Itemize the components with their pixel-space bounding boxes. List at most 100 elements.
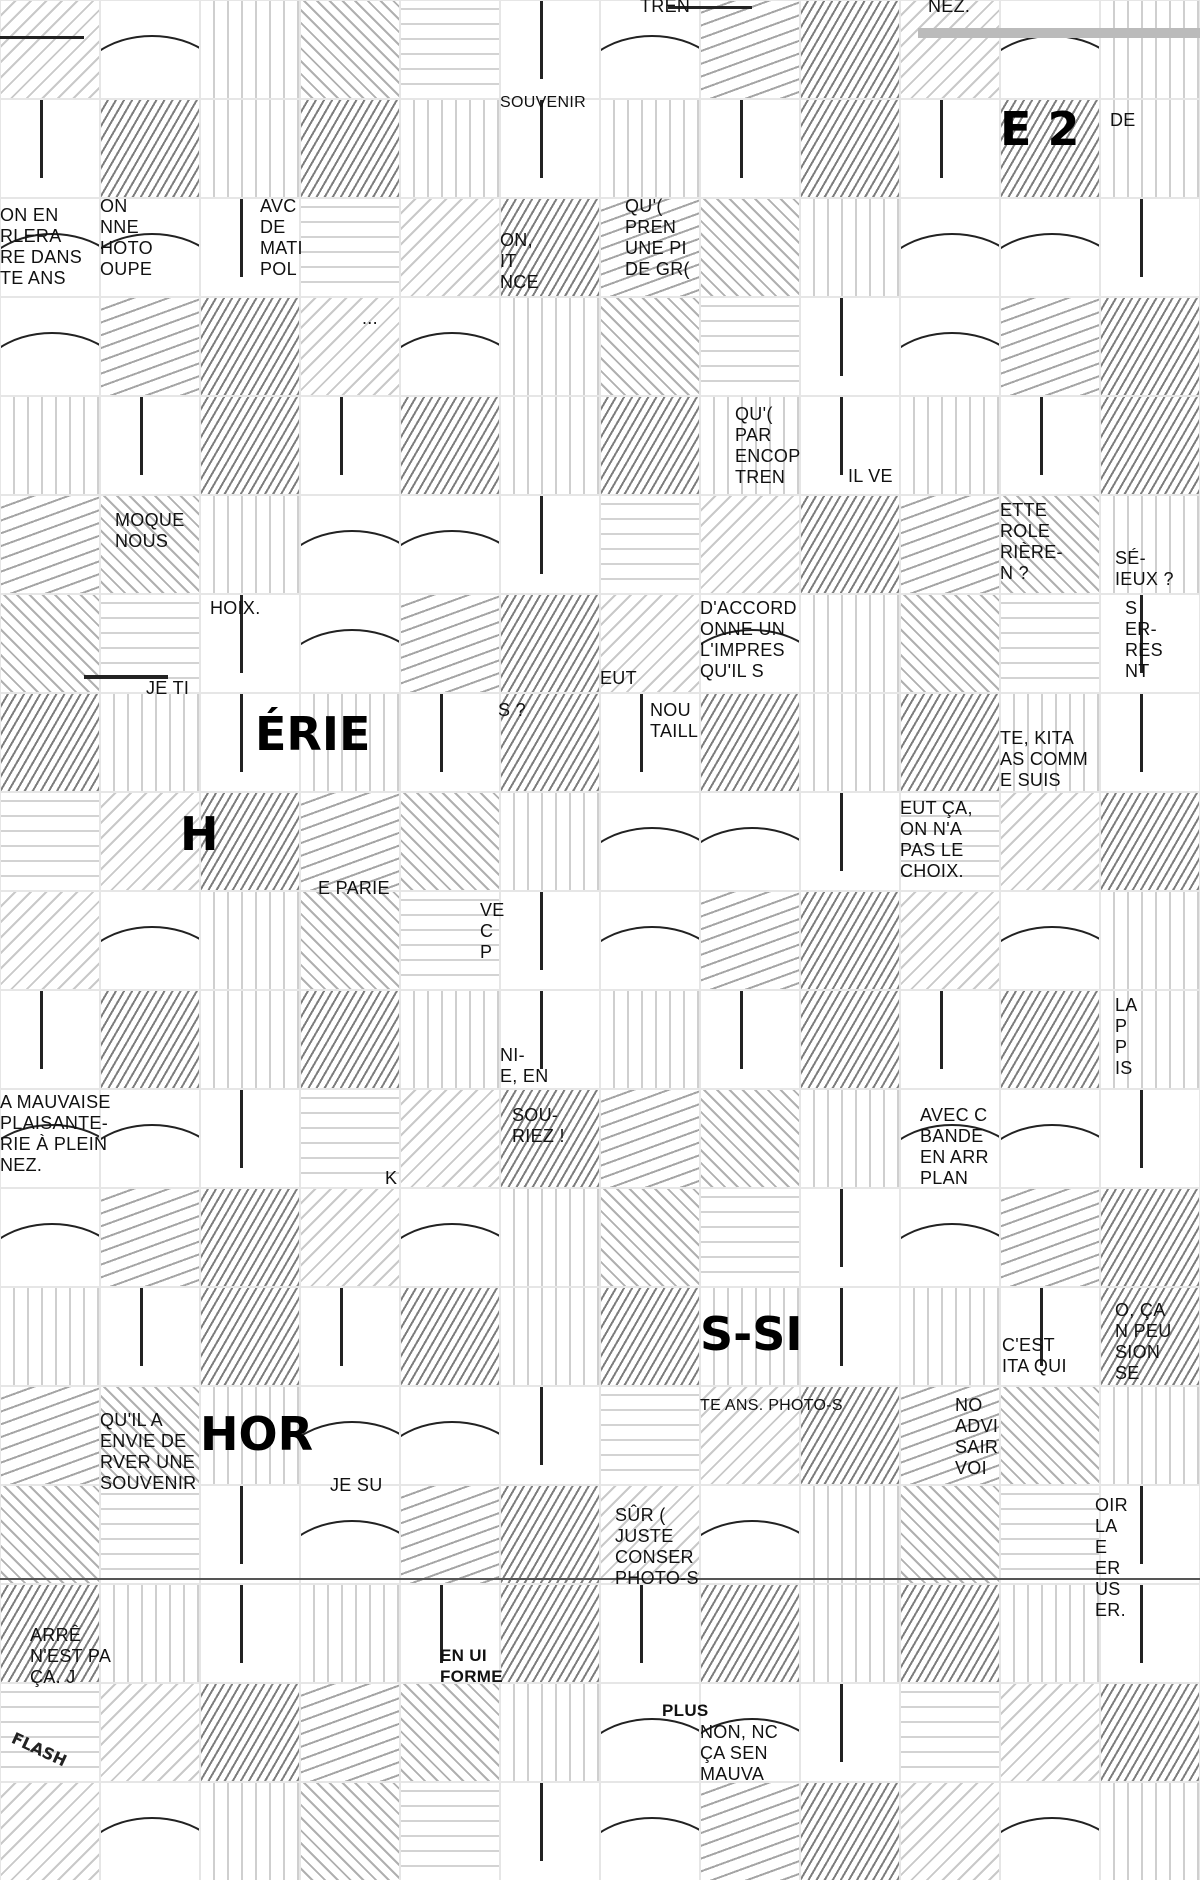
image-tile [400, 1584, 500, 1683]
image-tile [300, 198, 400, 297]
image-tile [1100, 396, 1200, 495]
image-tile [700, 99, 800, 198]
image-tile [100, 792, 200, 891]
image-tile [1000, 99, 1100, 198]
image-tile [0, 198, 100, 297]
image-tile [600, 198, 700, 297]
image-tile [1100, 1386, 1200, 1485]
image-tile [600, 891, 700, 990]
image-tile [1100, 1089, 1200, 1188]
image-tile [700, 1584, 800, 1683]
image-tile [0, 1485, 100, 1584]
image-tile [900, 1683, 1000, 1782]
speech-text: O, ÇA N PEU SION SE [1115, 1300, 1172, 1383]
image-tile [700, 396, 800, 495]
image-tile [1000, 1089, 1100, 1188]
speech-text: ETTE ROLE RIÈRE- N ? [1000, 500, 1063, 583]
image-tile [1100, 1782, 1200, 1880]
title-text: HOR [200, 1407, 314, 1461]
image-tile [400, 0, 500, 99]
image-tile [800, 1782, 900, 1880]
image-tile [200, 1683, 300, 1782]
image-tile [900, 396, 1000, 495]
panel-border [918, 28, 1200, 38]
image-tile [600, 1485, 700, 1584]
image-tile [200, 594, 300, 693]
image-tile [600, 297, 700, 396]
image-tile [900, 495, 1000, 594]
image-tile [600, 1584, 700, 1683]
panel-border [668, 6, 752, 9]
panel-border [84, 675, 168, 679]
image-tile [1000, 1287, 1100, 1386]
image-tile [1000, 1386, 1100, 1485]
image-tile [200, 297, 300, 396]
speech-text: C'EST ITA QUI [1002, 1335, 1067, 1376]
image-tile [500, 1485, 600, 1584]
image-tile [300, 1287, 400, 1386]
image-tile [1000, 693, 1100, 792]
image-tile [800, 990, 900, 1089]
image-tile [1000, 1683, 1100, 1782]
title-text: E 2 [1000, 102, 1080, 156]
image-tile [400, 297, 500, 396]
image-tile [100, 495, 200, 594]
image-tile [600, 1188, 700, 1287]
image-tile [900, 198, 1000, 297]
speech-text: EUT [600, 668, 637, 688]
image-tile [1100, 891, 1200, 990]
image-tile [1000, 594, 1100, 693]
speech-text: NON, NC ÇA SEN MAUVA [700, 1722, 779, 1784]
speech-text: LA P P IS [1115, 995, 1138, 1078]
image-tile [400, 1089, 500, 1188]
image-tile [100, 297, 200, 396]
image-tile [200, 495, 300, 594]
image-tile [500, 990, 600, 1089]
image-tile [1000, 297, 1100, 396]
panel-border [0, 1578, 1200, 1580]
image-tile [0, 297, 100, 396]
image-tile [500, 1089, 600, 1188]
image-tile [300, 495, 400, 594]
image-tile [100, 693, 200, 792]
image-tile [1000, 198, 1100, 297]
speech-text: SÉ- IEUX ? [1115, 548, 1174, 589]
image-tile [100, 0, 200, 99]
image-tile [0, 495, 100, 594]
speech-text: EN UI FORME [440, 1646, 503, 1686]
image-tile [400, 198, 500, 297]
image-tile [900, 990, 1000, 1089]
speech-text: AVC DE MATI POL [260, 196, 303, 279]
image-tile [900, 99, 1000, 198]
image-tile [700, 198, 800, 297]
image-tile [100, 1683, 200, 1782]
speech-text: ... [362, 308, 378, 328]
image-tile [200, 1287, 300, 1386]
image-tile [100, 1584, 200, 1683]
image-tile [300, 1386, 400, 1485]
image-tile [1000, 990, 1100, 1089]
image-tile [0, 0, 100, 99]
speech-text: TE ANS. PHOTO-S [700, 1397, 843, 1414]
image-tile [500, 198, 600, 297]
image-tile [800, 396, 900, 495]
speech-text: K [385, 1168, 398, 1188]
image-tile [200, 1188, 300, 1287]
speech-text: IL VE [848, 466, 893, 486]
image-tile [1000, 495, 1100, 594]
image-tile [400, 495, 500, 594]
image-tile [300, 1485, 400, 1584]
speech-text: TE, KITA AS COMM E SUIS [1000, 728, 1089, 790]
image-tile [300, 792, 400, 891]
image-tile [500, 396, 600, 495]
image-tile [100, 1782, 200, 1880]
image-tile [700, 594, 800, 693]
image-tile [100, 990, 200, 1089]
image-tile [1100, 1584, 1200, 1683]
image-tile [300, 891, 400, 990]
image-tile [100, 1386, 200, 1485]
image-tile [700, 297, 800, 396]
image-tile [100, 99, 200, 198]
speech-text: ON EN RLERA RE DANS TE ANS [0, 205, 83, 288]
